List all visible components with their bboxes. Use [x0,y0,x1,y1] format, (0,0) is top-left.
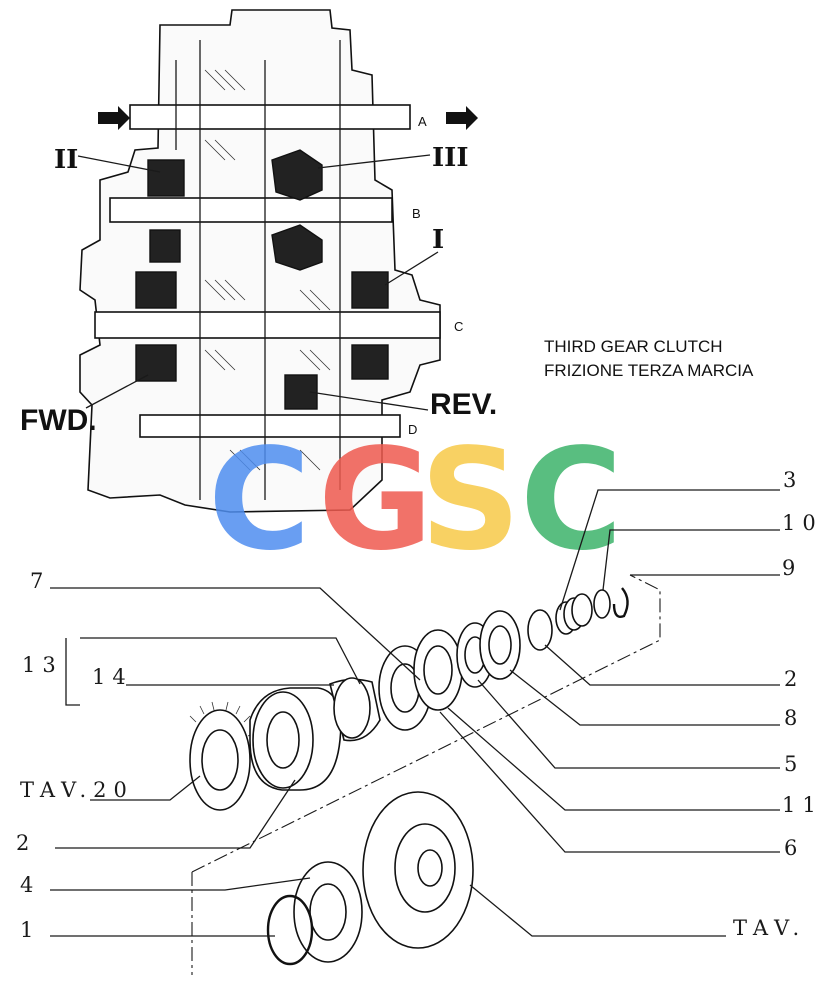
callout-1: 1 [20,918,40,942]
watermark-letter-c2: C [520,419,623,582]
leader-3 [559,489,780,611]
housing-outline [79,9,441,513]
snap-ring-9 [612,587,629,618]
callout-6: 6 [784,836,804,860]
gear-ii-label: II [54,145,78,175]
callout-tav20: TAV.20 [20,778,134,802]
leader-10 [602,529,780,591]
callout-3: 3 [783,468,803,492]
gear-iii-label: III [432,143,469,173]
seal-2-upper [527,609,553,651]
leader-tav20 [90,775,201,801]
clutch-pack-b-left [149,229,181,263]
watermark-letter-g: G [318,419,433,582]
ring-1 [266,894,314,966]
rev-leader [309,391,429,411]
friction-disc-11-bore [423,645,453,695]
leader-13 [80,637,361,685]
clutch-pack-c-right [351,344,389,380]
bracket-13 [65,638,80,706]
plate-8-bore [488,625,512,665]
leader-7 [50,587,421,681]
watermark-letter-s: S [420,419,521,582]
fwd-leader [85,374,149,409]
leader-tav [469,884,726,937]
callout-tav: TAV. [733,916,806,940]
callout-labels: 3 10 9 7 2 8 13 14 5 TAV.20 11 2 6 4 1 T… [16,468,823,942]
shaft-d [139,414,401,438]
callout-10: 10 [782,511,823,535]
leader-8 [509,669,780,726]
watermark: C G S C [208,419,623,582]
output-arrow-icon [446,106,478,130]
gear-iii-body [271,149,323,201]
shaft-c-label: C [454,319,463,334]
shaft-d-label: D [408,422,417,437]
clutch-pack-ii [147,159,185,197]
input-arrow-icon [98,106,130,130]
leader-6 [439,711,780,853]
callout-leaders [50,489,780,937]
gear-tav20-bore [201,729,239,791]
spring-3-coil-3 [571,593,593,627]
leader-2-upper [544,644,780,686]
callout-11: 11 [782,793,823,817]
callout-7: 7 [30,569,50,593]
shaft-a-label: A [418,114,427,129]
shaft-b-label: B [412,206,421,221]
gear-i-label: I [432,225,444,255]
gear-b-body [271,224,323,271]
clutch-pack-fwd [135,344,177,382]
caption-line-2: FRIZIONE TERZA MARCIA [544,361,754,380]
clutch-pack-i [351,271,389,309]
section-hatching [204,69,331,471]
gear-iii-leader [317,154,431,169]
transmission-section-view: A B C D II III I FWD. REV. [20,9,497,513]
clutch-drum-bore [266,711,300,769]
caption-line-1: THIRD GEAR CLUTCH [544,337,723,356]
shaft-a [129,104,411,130]
leader-2-lower [55,779,296,849]
shaft-b [109,197,393,223]
rev-label: REV. [430,388,497,421]
callout-14: 14 [92,665,133,689]
gear-tav-bore [417,849,443,887]
exploded-view [189,587,629,966]
callout-8: 8 [784,706,804,730]
washer-10 [593,589,611,619]
fwd-label: FWD. [20,404,97,437]
plate-4-bore [309,883,347,941]
callout-2-lower: 2 [16,831,36,855]
watermark-letter-c1: C [208,419,311,582]
gear-i-leader [384,251,439,286]
callout-4: 4 [20,873,40,897]
clutch-pack-c-left-top [135,271,177,309]
callout-2-upper: 2 [784,667,804,691]
callout-9: 9 [782,556,802,580]
gear-ii-leader [77,155,161,173]
leader-5 [477,679,780,769]
callout-5: 5 [784,752,804,776]
leader-11 [447,707,780,811]
callout-13: 13 [22,653,63,677]
axis-line [191,574,661,873]
hub-14-face [333,677,371,739]
leader-4 [50,877,311,891]
shaft-c [94,311,441,339]
